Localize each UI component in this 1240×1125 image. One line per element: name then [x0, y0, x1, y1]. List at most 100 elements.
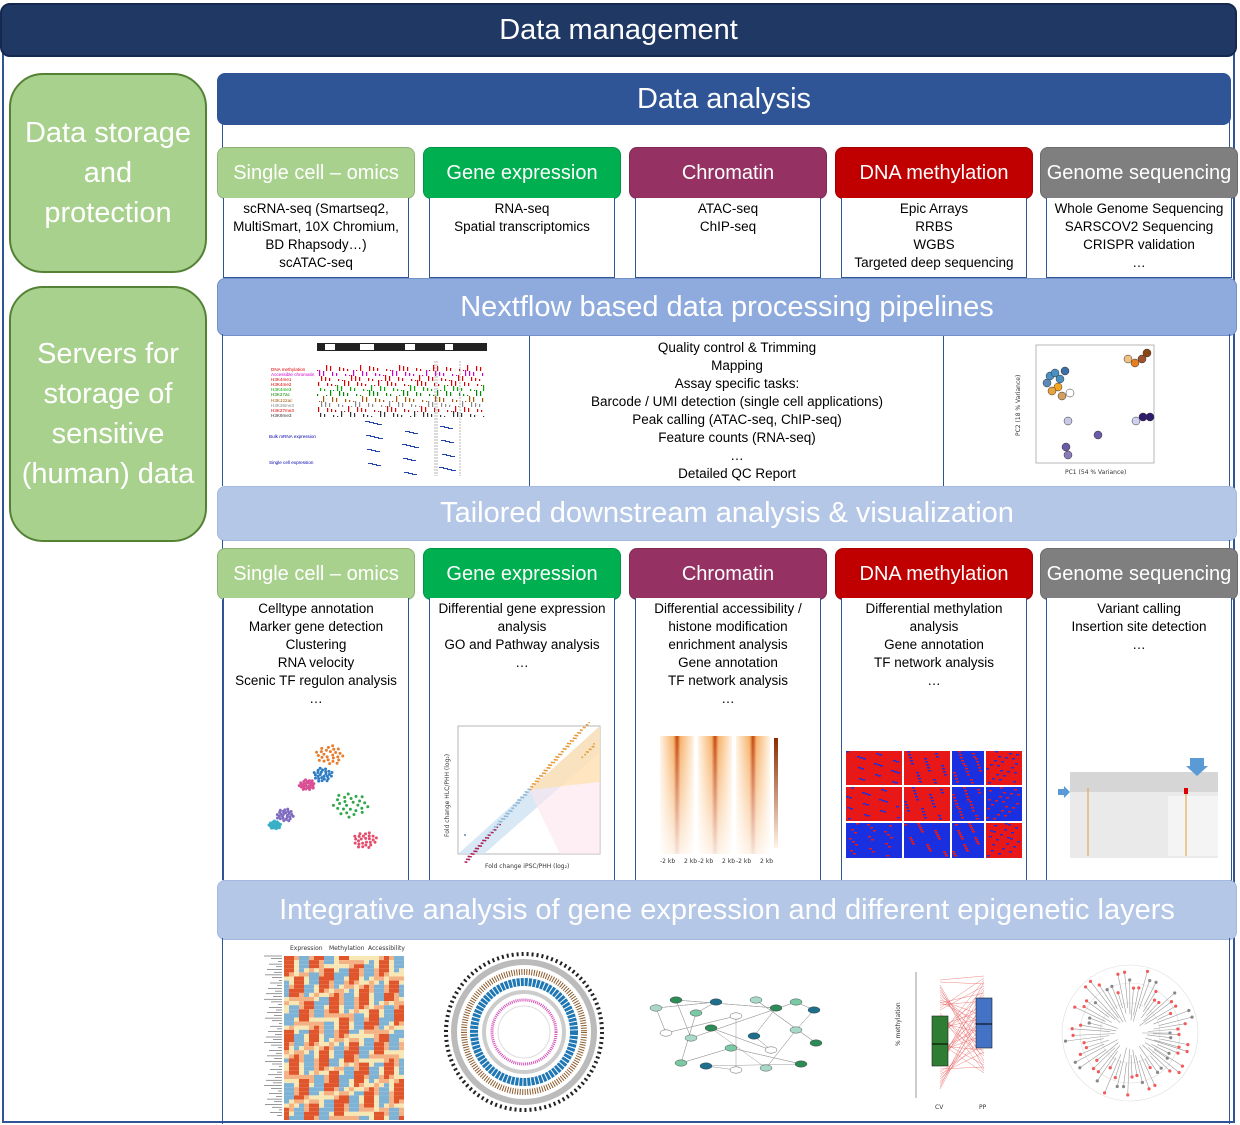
umap-point — [349, 797, 353, 801]
fc-point — [588, 748, 591, 751]
umap-point — [335, 761, 339, 765]
umap-point — [313, 776, 317, 780]
network-node — [764, 1046, 778, 1054]
methylation-block — [986, 751, 1022, 785]
tree-tip — [1168, 1011, 1173, 1016]
category-item: histone modification — [668, 619, 788, 634]
heat-axis-left-3: -2 kb — [736, 858, 751, 865]
umap-point — [343, 800, 347, 804]
tree-tip — [1177, 1070, 1181, 1075]
network-node — [749, 996, 763, 1004]
chromatin-heatmaps: -2 kb 2 kb -2 kb 2 kb -2 kb 2 kb — [660, 736, 778, 865]
category-item: Differential gene expression — [438, 601, 606, 616]
umap-point — [275, 820, 279, 824]
umap-point — [364, 832, 368, 836]
boxplot-x-pp: PP — [979, 1104, 987, 1111]
tree-tip — [1168, 1031, 1172, 1035]
umap-point — [373, 840, 377, 844]
umap-point — [346, 792, 350, 796]
fc-point — [593, 742, 595, 745]
category-item: RNA velocity — [277, 655, 355, 670]
umap-point — [273, 819, 277, 823]
tree-tip — [1084, 999, 1089, 1003]
tree-tip — [1168, 1069, 1172, 1073]
tree-tip — [1145, 969, 1150, 974]
category-item: Whole Genome Sequencing — [1054, 201, 1224, 216]
umap-point — [368, 840, 372, 844]
fc-point — [511, 807, 513, 810]
servers-box: Servers for storage of sensitive (human)… — [9, 286, 207, 542]
category-item: SARSCOV2 Sequencing — [1064, 219, 1214, 234]
umap-point — [299, 781, 303, 785]
tree-tip — [1173, 991, 1177, 995]
pca-point — [1057, 391, 1067, 401]
umap-point — [277, 826, 281, 830]
umap-point — [366, 805, 370, 809]
divider — [943, 336, 944, 486]
umap-point — [353, 834, 357, 838]
umap-point — [360, 806, 364, 810]
fc-ylabel: Fold change HLC/PHH (log₂) — [444, 754, 451, 837]
umap-point — [291, 814, 295, 818]
category-item: Targeted deep sequencing — [854, 255, 1014, 270]
umap-point — [367, 845, 371, 849]
category-header: Gene expression — [423, 147, 621, 199]
tree-tip — [1165, 1056, 1169, 1060]
fc-point — [591, 745, 594, 748]
network-node — [769, 1004, 783, 1012]
tree-tip — [1071, 1033, 1075, 1037]
umap-point — [359, 837, 363, 841]
heat-axis-left-1: -2 kb — [660, 858, 675, 865]
umap-point — [286, 807, 290, 811]
fc-point — [477, 844, 480, 847]
network-node — [684, 1034, 698, 1042]
fc-point — [579, 729, 582, 732]
tree-tip — [1157, 1000, 1161, 1005]
category-item: Clustering — [285, 637, 347, 652]
fc-point — [464, 834, 466, 836]
fc-point — [530, 785, 532, 788]
tree-tip — [1105, 988, 1109, 992]
umap-point — [343, 795, 347, 799]
category-item: … — [721, 691, 735, 706]
umap-point — [317, 777, 321, 781]
fc-point — [553, 758, 556, 761]
tree-tip — [1082, 1004, 1086, 1009]
network-node — [759, 1064, 773, 1072]
category-item: … — [515, 655, 529, 670]
category-item: Insertion site detection — [1071, 619, 1207, 634]
umap-point — [270, 826, 274, 830]
arrow-right-icon — [1058, 786, 1070, 798]
umap-point — [324, 772, 328, 776]
fc-point — [493, 825, 496, 828]
fc-point — [520, 796, 522, 799]
umap-point — [354, 809, 358, 813]
pipeline-step: … — [730, 448, 744, 463]
umap-point — [320, 746, 324, 750]
umap-point — [320, 779, 324, 783]
browser-track-label: Bulk mRNA expression — [269, 434, 316, 439]
fc-point — [585, 723, 588, 726]
heat-header-expression: Expression — [290, 945, 323, 952]
fc-point — [482, 839, 484, 842]
umap-point — [364, 840, 368, 844]
umap-point — [351, 800, 355, 804]
fc-point — [501, 817, 503, 820]
browser-track-label: H3K36me3 — [271, 403, 294, 408]
umap-point — [322, 752, 326, 756]
category-header: Gene expression — [423, 548, 621, 600]
tree-tip — [1095, 1079, 1099, 1083]
fc-point — [534, 780, 537, 783]
umap-point — [331, 803, 335, 807]
category-item: … — [927, 673, 941, 688]
tree-tip — [1154, 980, 1158, 984]
pca-xlabel: PC1 (54 % Variance) — [1065, 469, 1126, 476]
category-item: scATAC-seq — [279, 255, 353, 270]
umap-point — [319, 750, 323, 754]
umap-point — [337, 793, 341, 797]
umap-point — [352, 812, 356, 816]
category-header: Single cell – omics — [217, 548, 415, 600]
circular-tree — [1061, 964, 1199, 1102]
tree-tip — [1177, 1045, 1181, 1049]
